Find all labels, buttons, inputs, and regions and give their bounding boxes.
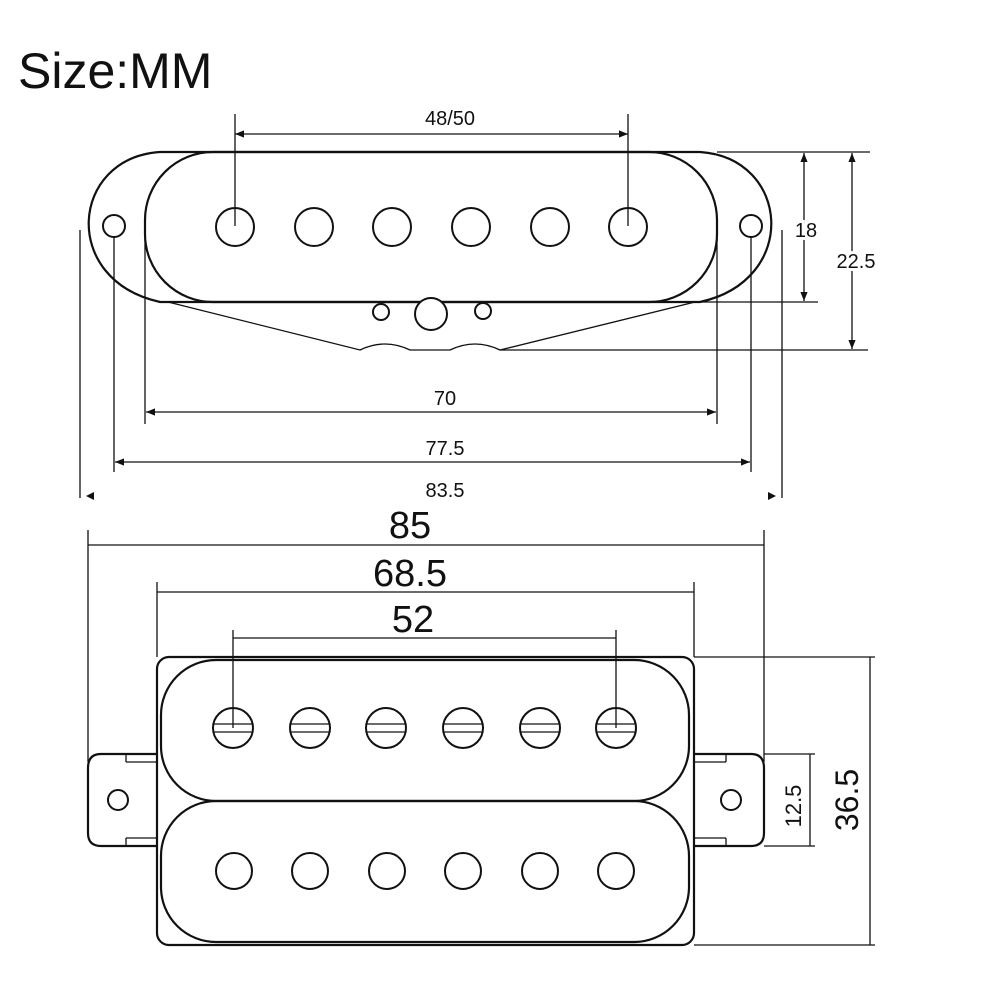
humbucker-coil-bottom (159, 799, 691, 944)
humbucker-mount-hole-left (107, 789, 129, 811)
single-coil-lead-tab (167, 301, 696, 351)
single-coil-mount-hole-left (102, 214, 126, 238)
humbucker-dimensions: 85 68.5 52 12.5 36.5 (87, 505, 875, 946)
single-coil-pole-5 (530, 207, 570, 247)
humbucker-plain-pole-6 (597, 852, 635, 890)
single-coil-mount-hole-right (739, 214, 763, 238)
single-coil-dimensions: 48/50 18 22.5 70 77.5 83.5 (79, 108, 878, 502)
single-coil-pole-4 (451, 207, 491, 247)
humbucker-mount-hole-right (720, 789, 742, 811)
single-coil-pickup (87, 150, 773, 351)
slotted-pole-3 (365, 707, 407, 749)
dim-total-length-label: 83.5 (426, 480, 465, 502)
size-unit-title: Size:MM (18, 43, 212, 99)
dim-mount-hole-spacing-label: 77.5 (426, 438, 465, 460)
dim-cover-height-label: 18 (795, 220, 817, 242)
dim-humbucker-pole-spacing-label: 52 (392, 599, 434, 641)
humbucker-plain-pole-4 (444, 852, 482, 890)
slotted-pole-5 (519, 707, 561, 749)
dim-humbucker-total-length-label: 85 (389, 505, 431, 547)
humbucker-slotted-poles (212, 707, 637, 749)
slotted-pole-2 (289, 707, 331, 749)
single-coil-mounting-plate (87, 150, 773, 304)
humbucker-plain-pole-1 (215, 852, 253, 890)
dim-body-width-label: 36.5 (829, 769, 865, 831)
dim-pole-spacing-label: 48/50 (425, 108, 475, 130)
humbucker-base-plate (155, 655, 696, 947)
slotted-pole-4 (442, 707, 484, 749)
humbucker-mount-tab-right (694, 752, 766, 848)
lead-tab-hole-left (372, 303, 390, 321)
humbucker-mount-tab-left (86, 752, 158, 848)
dim-humbucker-body-length-label: 68.5 (373, 553, 447, 595)
lead-tab-hole-center (414, 297, 448, 331)
dim-tab-height-label: 12.5 (781, 785, 806, 828)
single-coil-pole-3 (372, 207, 412, 247)
humbucker-plain-pole-2 (291, 852, 329, 890)
dim-cover-length-label: 70 (434, 388, 456, 410)
lead-tab-hole-right (474, 302, 492, 320)
humbucker-plain-pole-5 (521, 852, 559, 890)
dim-total-height-label: 22.5 (837, 251, 876, 273)
single-coil-pole-2 (294, 207, 334, 247)
humbucker-pickup (86, 655, 766, 947)
humbucker-plain-pole-3 (368, 852, 406, 890)
